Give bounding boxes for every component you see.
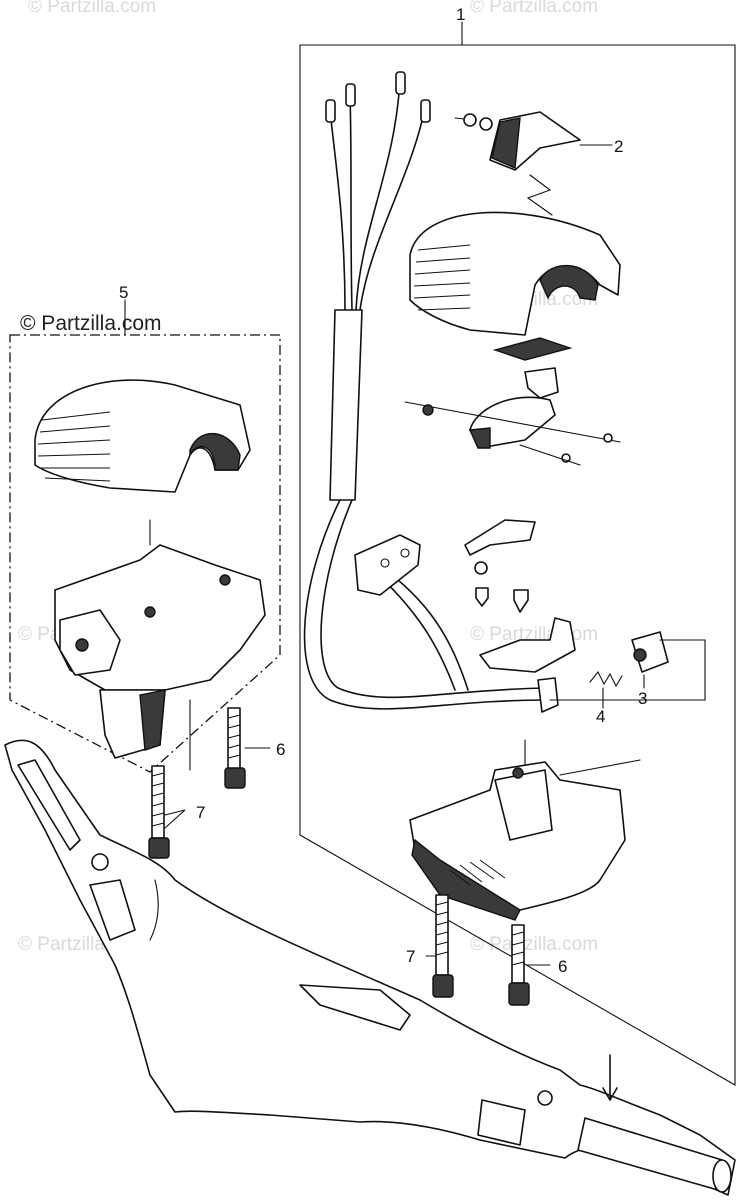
callout-labels: 1 2 3 4 5 6 7 7 6 bbox=[119, 5, 647, 976]
part-2-switch-knob bbox=[454, 111, 613, 216]
watermark-text: © Partzilla.com bbox=[470, 0, 598, 17]
callout-2: 2 bbox=[614, 137, 623, 156]
down-arrow-icon bbox=[602, 1054, 618, 1101]
left-bolts bbox=[148, 707, 271, 859]
callout-4: 4 bbox=[596, 707, 605, 726]
callout-6-left: 6 bbox=[276, 740, 285, 759]
wire-terminal-icon bbox=[420, 99, 431, 123]
callout-3: 3 bbox=[638, 689, 647, 708]
callout-6-right: 6 bbox=[558, 957, 567, 976]
right-bolts bbox=[425, 894, 551, 1006]
wire-terminal-icon bbox=[345, 83, 356, 107]
brand-watermark: © Partzilla.com bbox=[20, 312, 162, 335]
wire-terminal-icon bbox=[395, 71, 406, 95]
callout-1: 1 bbox=[456, 5, 465, 24]
watermark-text: © Partzilla.com bbox=[28, 0, 156, 17]
wiring-harness bbox=[303, 71, 546, 710]
lower-switch-housing bbox=[409, 739, 641, 921]
upper-switch-housing bbox=[409, 211, 621, 336]
assembly-5-frame bbox=[9, 299, 281, 773]
watermark-text: © Partzilla.com bbox=[470, 934, 598, 955]
callout-5: 5 bbox=[119, 283, 128, 302]
callout-7-right: 7 bbox=[406, 947, 415, 966]
assembly-5-parts bbox=[34, 379, 266, 771]
assembly-1-frame bbox=[299, 21, 736, 1086]
bolt-icon bbox=[151, 765, 165, 839]
switch-internal-parts bbox=[354, 337, 621, 713]
wire-terminal-icon bbox=[325, 99, 336, 123]
callout-7-left: 7 bbox=[196, 803, 205, 822]
part-3-4-screw-spring bbox=[549, 631, 706, 709]
handlebar bbox=[4, 739, 736, 1196]
